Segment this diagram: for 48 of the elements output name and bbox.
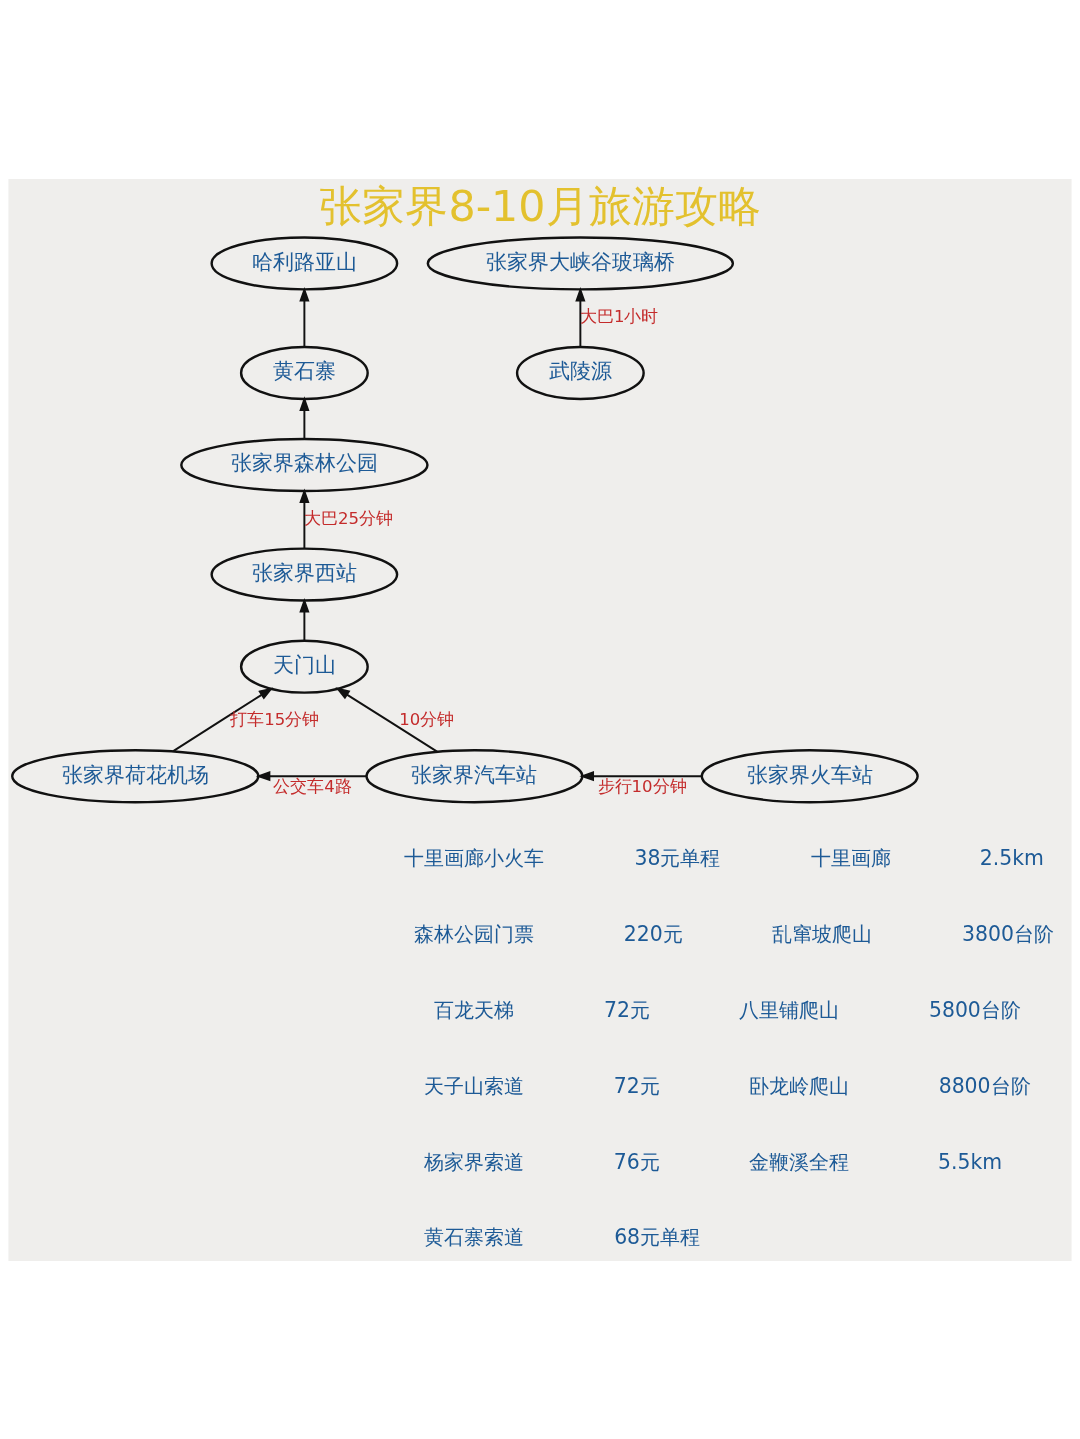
label: 森林公园门票 bbox=[414, 921, 535, 946]
edge-label: 大巴1小时 bbox=[579, 306, 659, 326]
label: 天子山索道 bbox=[424, 1073, 525, 1098]
label: 2.5km bbox=[979, 845, 1044, 870]
label: 38元单程 bbox=[634, 845, 721, 870]
node-ellipse: 张家界火车站 bbox=[700, 748, 919, 803]
label: 220元 bbox=[623, 921, 683, 946]
label: 十里画廊 bbox=[810, 845, 891, 870]
label: 卧龙岭爬山 bbox=[749, 1073, 850, 1098]
label: 5800台阶 bbox=[928, 997, 1021, 1022]
label: 十里画廊小火车 bbox=[404, 845, 545, 870]
label: 金鞭溪全程 bbox=[749, 1148, 850, 1173]
node-ellipse: 张家界大峡谷玻璃桥 bbox=[426, 235, 735, 291]
arrow bbox=[299, 597, 310, 641]
arrow bbox=[299, 286, 310, 348]
label: 黄石寨索道 bbox=[424, 1224, 525, 1249]
diagram-title: 张家界8-10月旅游攻略 bbox=[319, 180, 761, 231]
arrow bbox=[255, 770, 368, 781]
label: 72元 bbox=[613, 1073, 660, 1098]
arrow bbox=[299, 488, 310, 549]
arrow bbox=[299, 395, 310, 439]
label: 68元单程 bbox=[614, 1224, 701, 1249]
arrow bbox=[172, 686, 274, 752]
node-ellipse: 张家界西站 bbox=[210, 546, 399, 602]
node-ellipse: 武陵源 bbox=[515, 345, 645, 400]
node-ellipse: 张家界汽车站 bbox=[365, 748, 584, 803]
node-ellipse: 张家界森林公园 bbox=[180, 437, 429, 492]
edge-label: 打车15分钟 bbox=[230, 709, 320, 729]
label: 5.5km bbox=[937, 1148, 1003, 1173]
arrow bbox=[575, 286, 586, 348]
node-ellipse: 天门山 bbox=[239, 638, 369, 694]
label: 3800台阶 bbox=[961, 921, 1054, 946]
label: 72元 bbox=[604, 997, 650, 1022]
node-ellipse: 黄石寨 bbox=[239, 345, 369, 400]
label: 百龙天梯 bbox=[434, 997, 515, 1022]
node-ellipse: 张家界荷花机场 bbox=[11, 748, 260, 803]
label: 八里铺爬山 bbox=[739, 997, 840, 1022]
label: 8800台阶 bbox=[938, 1073, 1031, 1098]
arrow bbox=[579, 770, 703, 781]
label: 76元 bbox=[613, 1148, 660, 1173]
node-ellipse: 哈利路亚山 bbox=[210, 235, 399, 291]
label: 乱窜坡爬山 bbox=[772, 921, 873, 946]
edge-label: 大巴25分钟 bbox=[304, 508, 394, 528]
edge-label: 步行10分钟 bbox=[597, 776, 687, 796]
arrow bbox=[335, 686, 439, 753]
edge-label: 公交车4路 bbox=[273, 776, 352, 796]
edge-label: 10分钟 bbox=[399, 709, 455, 729]
label: 杨家界索道 bbox=[424, 1148, 525, 1173]
